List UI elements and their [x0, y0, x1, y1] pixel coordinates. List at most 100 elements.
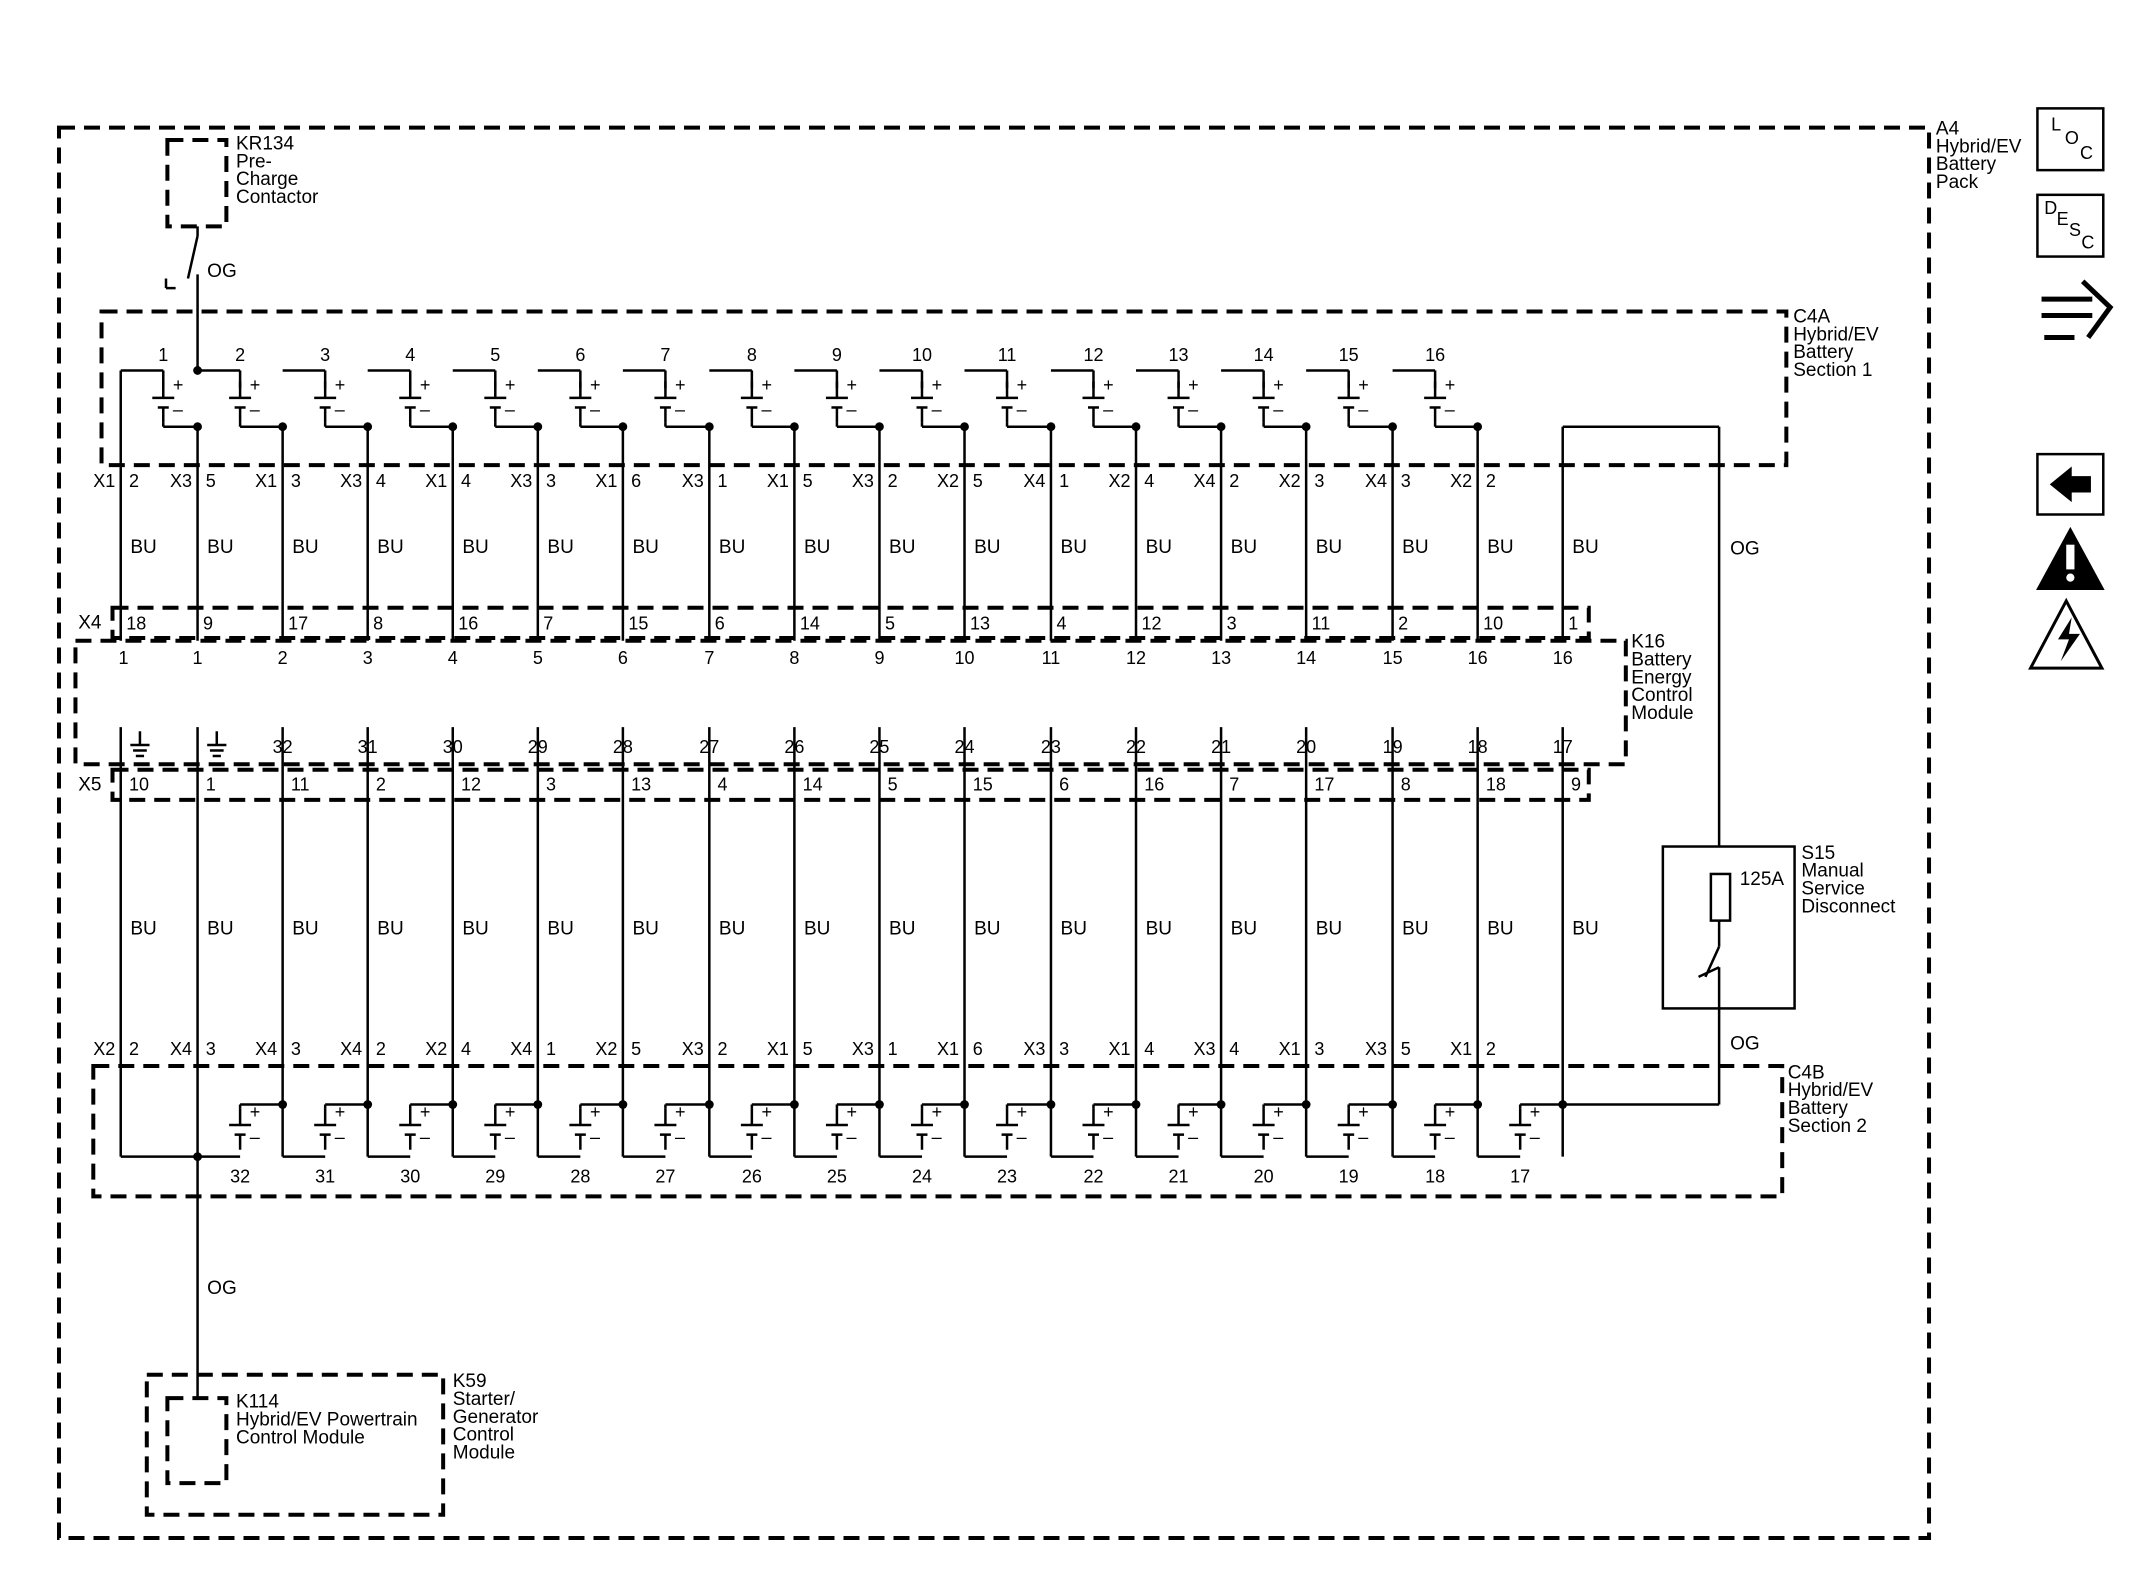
battery-cell-2-minus-sign: –: [250, 400, 260, 420]
x4-pin-number: 16: [458, 614, 478, 634]
x5-pin-number: 2: [376, 774, 386, 794]
bec-upper-pin-number: 1: [118, 648, 128, 668]
section2-harness-pin: 5: [631, 1039, 641, 1059]
wire-color-bu: BU: [130, 918, 156, 939]
cell-number: 8: [747, 345, 757, 365]
section1-harness-pin: 4: [1144, 471, 1154, 491]
battery-cell-14-plus-sign: +: [1273, 375, 1284, 395]
battery-cell-3-minus-sign: –: [335, 400, 345, 420]
starter-generator-module-id: K59: [453, 1371, 487, 1392]
bec-upper-pin-number: 16: [1468, 648, 1488, 668]
wire-color-og: OG: [1730, 538, 1760, 559]
battery-section-1-box: [99, 309, 1789, 468]
x4-pin-number: 11: [1312, 614, 1331, 634]
section1-harness-connector: X2: [1108, 471, 1130, 491]
section2-harness-pin: 3: [291, 1039, 301, 1059]
bec-upper-pin-number: 4: [448, 648, 458, 668]
cell-number: 19: [1339, 1167, 1359, 1187]
battery-cell-1-plus-sign: +: [173, 375, 184, 395]
battery-cell-27-plus-sign: +: [675, 1102, 686, 1122]
bec-upper-pin-number: 8: [789, 648, 799, 668]
section2-harness-connector: X1: [767, 1039, 789, 1059]
section2-harness-connector: X3: [1365, 1039, 1387, 1059]
section1-harness-pin: 2: [1486, 471, 1496, 491]
x4-pin-number: 18: [126, 614, 146, 634]
junction-dot: [704, 422, 714, 432]
bec-upper-pin-number: 1: [193, 648, 203, 668]
battery-cell-22-plus-sign: +: [1103, 1102, 1114, 1122]
disconnect-switch-contact: [1698, 966, 1720, 978]
section2-harness-pin: 3: [1059, 1039, 1069, 1059]
battery-section-2-label: Hybrid/EV: [1788, 1080, 1874, 1101]
starter-generator-module-label: Control: [453, 1425, 514, 1446]
description-button[interactable]: [2036, 193, 2105, 258]
bec-upper-pin-number: 7: [704, 648, 714, 668]
bec-upper-pin-number: 14: [1296, 648, 1316, 668]
bec-upper-pin-number: 6: [618, 648, 628, 668]
connector-x4-box: [110, 605, 1591, 640]
precharge-contactor-label: Contactor: [236, 187, 319, 208]
cell-number: 21: [1169, 1167, 1189, 1187]
section1-harness-connector: X4: [1194, 471, 1216, 491]
battery-pack-label: Pack: [1936, 172, 1979, 193]
junction-dot: [618, 422, 628, 432]
battery-section-1-label: Section 1: [1793, 360, 1872, 381]
junction-dot: [193, 422, 202, 432]
powertrain-control-module-id: K114: [236, 1392, 279, 1413]
cell-number: 1: [158, 345, 168, 365]
wire-color-bu: BU: [292, 918, 318, 939]
section2-harness-connector: X2: [425, 1039, 447, 1059]
battery-cell-17-minus-sign: –: [1530, 1127, 1540, 1147]
battery-section-1-label: Battery: [1793, 342, 1854, 363]
junction-dot: [193, 366, 202, 375]
junction-dot: [875, 422, 884, 432]
section1-harness-pin: 3: [1314, 471, 1324, 491]
section2-harness-pin: 4: [1229, 1039, 1239, 1059]
junction-dot: [789, 1100, 799, 1109]
wire-color-bu: BU: [804, 918, 830, 939]
x4-pin-number: 7: [543, 614, 553, 634]
junction-dot: [789, 422, 799, 432]
battery-cell-19-minus-sign: –: [1358, 1127, 1368, 1147]
bec-upper-pin-number: 5: [533, 648, 543, 668]
battery-cell-16-plus-sign: +: [1445, 375, 1456, 395]
connector-diagram-icon[interactable]: [2041, 279, 2114, 341]
battery-cell-11-minus-sign: –: [1017, 400, 1027, 420]
wire-color-bu: BU: [1487, 537, 1513, 558]
battery-cell-32-plus-sign: +: [250, 1102, 261, 1122]
x5-pin-number: 13: [631, 774, 651, 794]
section1-harness-pin: 3: [1401, 471, 1411, 491]
section2-harness-pin: 3: [1314, 1039, 1324, 1059]
cell-number: 28: [570, 1167, 590, 1187]
section2-harness-pin: 5: [803, 1039, 813, 1059]
bec-module-label: Module: [1631, 703, 1693, 724]
section1-harness-pin: 6: [631, 471, 641, 491]
section2-harness-connector: X1: [1450, 1039, 1472, 1059]
junction-dot: [1216, 422, 1226, 432]
junction-dot: [278, 422, 288, 432]
battery-cell-12-minus-sign: –: [1103, 400, 1113, 420]
wire-color-bu: BU: [1572, 537, 1598, 558]
cell-number: 30: [400, 1167, 420, 1187]
precharge-contactor-box: [165, 137, 229, 229]
location-button[interactable]: [2036, 107, 2105, 172]
cell-number: 25: [827, 1167, 847, 1187]
battery-cell-32-minus-sign: –: [250, 1127, 260, 1147]
junction-dot: [278, 1100, 288, 1109]
battery-cell-17-plus-sign: +: [1530, 1102, 1541, 1122]
battery-cell-11-plus-sign: +: [1017, 375, 1028, 395]
junction-dot: [1216, 1100, 1226, 1109]
section1-harness-connector: X1: [93, 471, 115, 491]
x4-pin-number: 9: [203, 614, 213, 634]
battery-cell-23-plus-sign: +: [1017, 1102, 1028, 1122]
wire-color-bu: BU: [1231, 537, 1257, 558]
section2-harness-connector: X3: [682, 1039, 704, 1059]
x4-pin-number: 2: [1398, 614, 1408, 634]
cell-number: 26: [742, 1167, 762, 1187]
battery-cell-24-minus-sign: –: [932, 1127, 942, 1147]
battery-cell-20-plus-sign: +: [1273, 1102, 1284, 1122]
section1-harness-connector: X4: [1365, 471, 1387, 491]
battery-cell-15-plus-sign: +: [1358, 375, 1369, 395]
section2-harness-pin: 4: [461, 1039, 471, 1059]
cell-number: 15: [1339, 345, 1359, 365]
